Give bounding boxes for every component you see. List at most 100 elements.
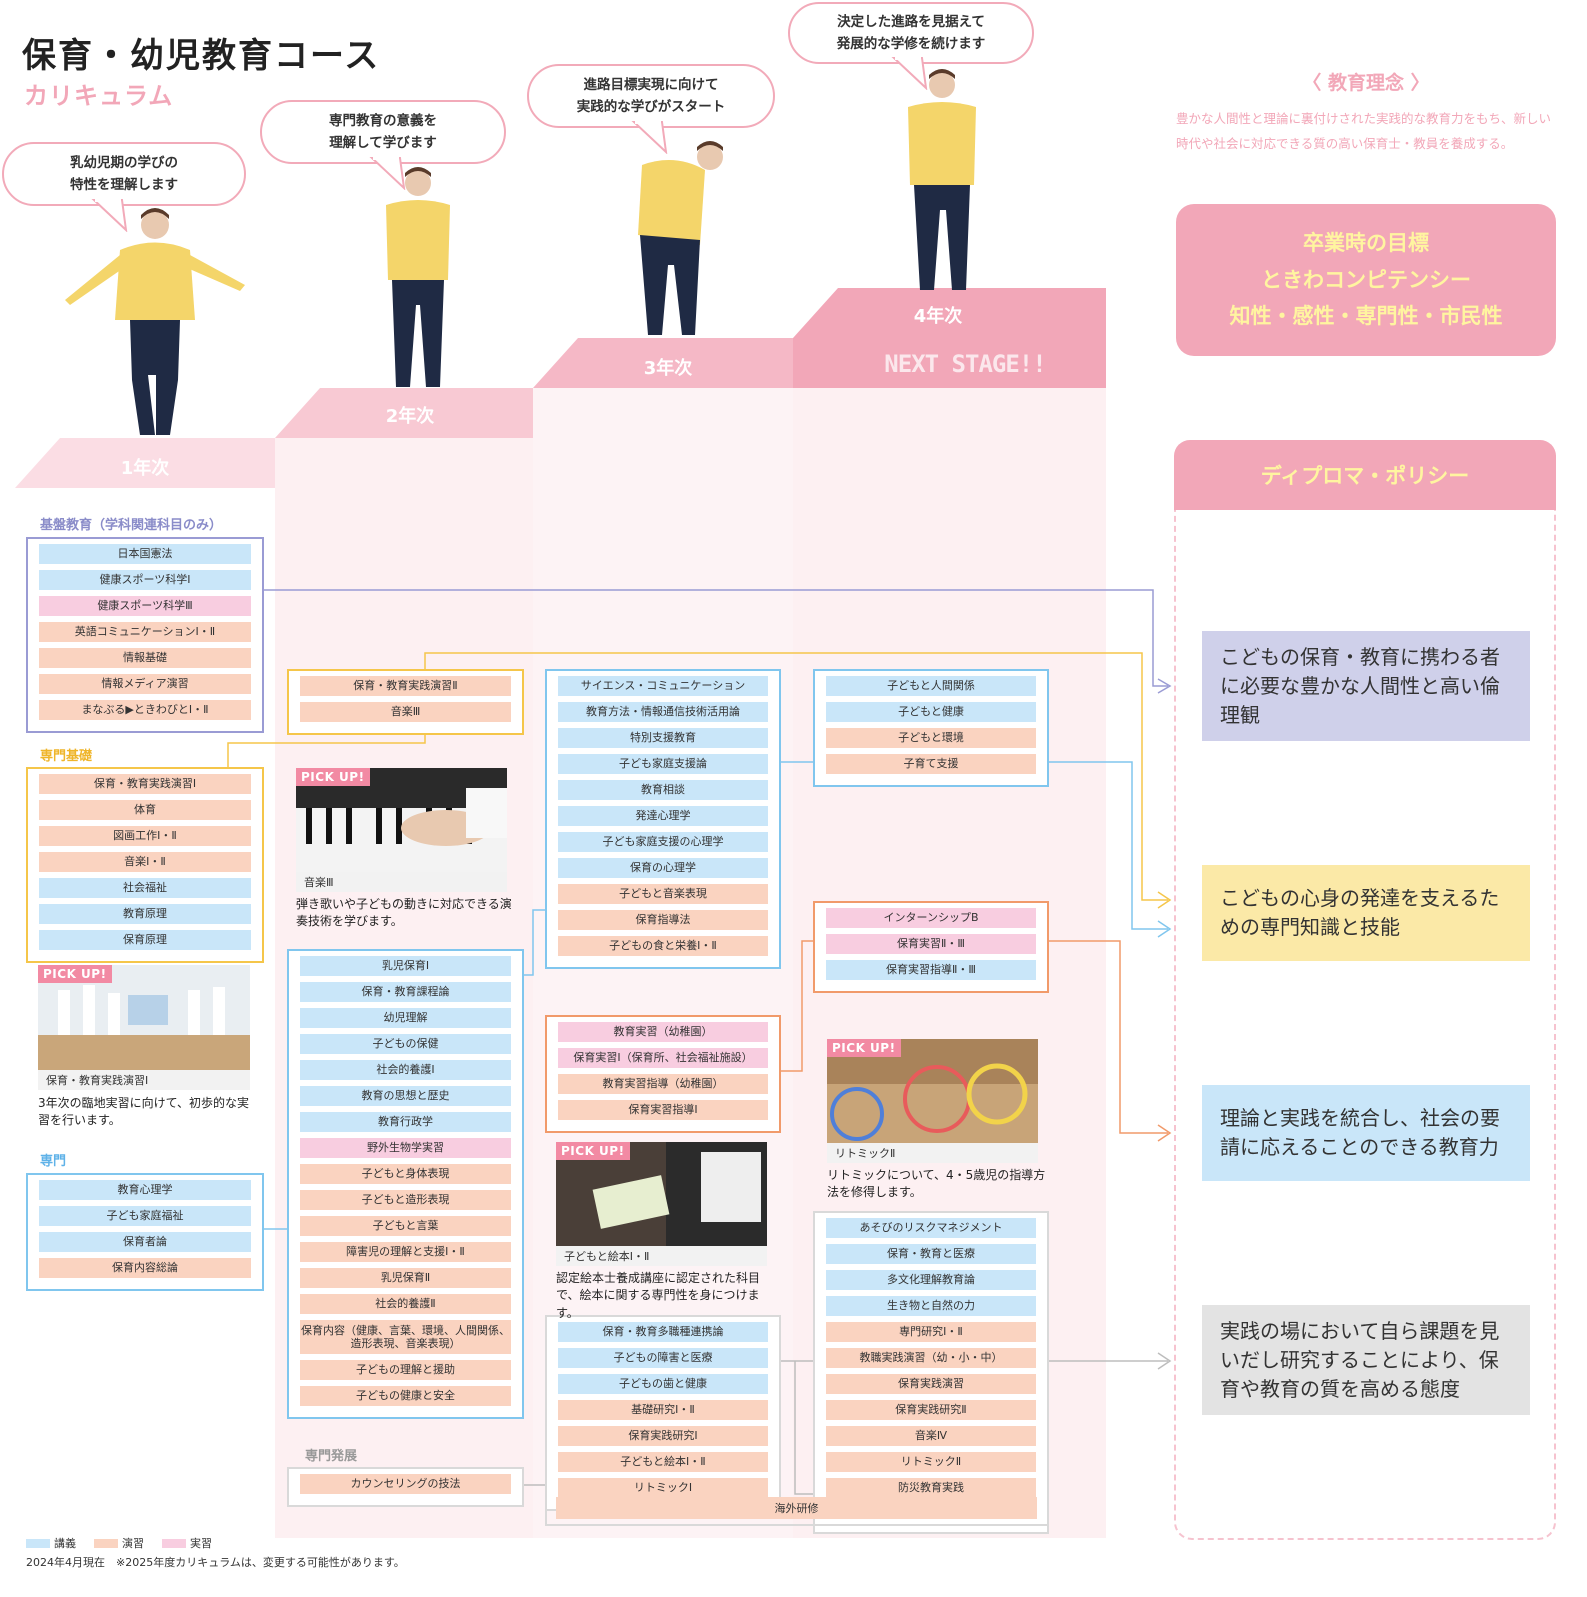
year3-label: 3年次 — [643, 358, 693, 379]
course-item: 子どもの食と栄養Ⅰ・Ⅱ — [558, 936, 768, 956]
pickup-caption-4: リトミックⅡ — [827, 1143, 1038, 1163]
pickup-badge-2: PICK UP! — [296, 768, 370, 786]
legend-exercise-label: 演習 — [122, 1537, 144, 1550]
pickup-photo-3 — [556, 1142, 767, 1246]
course-item: まなぶる▶ときわびとⅠ・Ⅱ — [39, 700, 251, 720]
legend-practicum: 実習 — [162, 1535, 212, 1551]
course-item: 専門研究Ⅰ・Ⅱ — [826, 1322, 1036, 1342]
pickup-badge-1: PICK UP! — [38, 965, 112, 983]
course-item: 乳児保育Ⅰ — [300, 956, 511, 976]
section-senmon-hatten-label: 専門発展 — [305, 1449, 358, 1464]
bubble-tail-4 — [891, 56, 928, 90]
course-item: 子ども家庭福祉 — [39, 1206, 251, 1226]
course-item: 乳児保育Ⅱ — [300, 1268, 511, 1288]
legend-practicum-label: 実習 — [190, 1537, 212, 1550]
course-item: 保育者論 — [39, 1232, 251, 1252]
pickup-practice-seminar: PICK UP! 保育・教育実践演習Ⅰ 3年次の臨地実習に向けて、初歩的な実習を… — [38, 965, 250, 1135]
course-item: 教育の思想と歴史 — [300, 1086, 511, 1106]
course-item: カウンセリングの技法 — [300, 1474, 511, 1494]
course-item: 多文化理解教育論 — [826, 1270, 1036, 1290]
course-item: 保育・教育と医療 — [826, 1244, 1036, 1264]
course-item: 教育心理学 — [39, 1180, 251, 1200]
course-item: 子ども家庭支援論 — [558, 754, 768, 774]
step-3-shape — [533, 338, 793, 388]
course-item: 保育指導法 — [558, 910, 768, 930]
senmon-hatten-year4-box: あそびのリスクマネジメント保育・教育と医療多文化理解教育論生き物と自然の力専門研… — [813, 1211, 1049, 1534]
speech-bubble-year2: 専門教育の意義を 理解して学びます — [260, 100, 506, 164]
philosophy-text: 豊かな人間性と理論に裏付けされた実践的な教育力をもち、新しい時代や社会に対応でき… — [1176, 111, 1552, 151]
course-item: 体育 — [39, 800, 251, 820]
course-item: 英語コミュニケーションⅠ・Ⅱ — [39, 622, 251, 642]
course-item: インターンシップB — [826, 908, 1036, 928]
course-item: 幼児理解 — [300, 1008, 511, 1028]
pickup-caption-2: 音楽Ⅲ — [296, 872, 507, 892]
course-item: 子どもの障害と医療 — [558, 1348, 768, 1368]
practicum-year3-box: 教育実習（幼稚園）保育実習Ⅰ（保育所、社会福祉施設）教育実習指導（幼稚園）保育実… — [545, 1015, 781, 1133]
course-item: 保育実習指導Ⅰ — [558, 1100, 768, 1120]
course-item: 防災教育実践 — [826, 1478, 1036, 1498]
course-item: 音楽Ⅲ — [300, 702, 511, 722]
course-item: 子どもの保健 — [300, 1034, 511, 1054]
section-senmon-label: 専門 — [40, 1154, 67, 1169]
policy-item-1: こどもの保育・教育に携わる者に必要な豊かな人間性と高い倫理観 — [1202, 631, 1530, 741]
course-item: 子どもの歯と健康 — [558, 1374, 768, 1394]
course-item: 保育内容（健康、言葉、環境、人間関係、造形表現、音楽表現） — [300, 1320, 511, 1354]
pickup-badge-4: PICK UP! — [827, 1039, 901, 1057]
pickup-rhythmic: PICK UP! リトミックⅡ リトミックについて、4・5歳児の指導方法を修得し… — [827, 1039, 1045, 1204]
senmon-year4-box: 子どもと人間関係子どもと健康子どもと環境子育て支援 — [813, 669, 1049, 787]
course-item: 教育実習（幼稚園） — [558, 1022, 768, 1042]
pickup-picture-books: PICK UP! 子どもと絵本Ⅰ・Ⅱ 認定絵本士養成講座に認定された科目で、絵本… — [556, 1142, 767, 1320]
course-item: 教育方法・情報通信技術活用論 — [558, 702, 768, 722]
course-item: 保育実践研究Ⅱ — [826, 1400, 1036, 1420]
step-4-shape — [793, 288, 1106, 338]
course-item: 障害児の理解と支援Ⅰ・Ⅱ — [300, 1242, 511, 1262]
pickup-desc-4: リトミックについて、4・5歳児の指導方法を修得します。 — [827, 1168, 1046, 1200]
course-item: 子どもと音楽表現 — [558, 884, 768, 904]
pickup-music: PICK UP! 音楽Ⅲ 弾き歌いや子どもの動きに対応できる演奏技術を学びます。 — [296, 768, 512, 928]
course-item: 保育実習Ⅰ（保育所、社会福祉施設） — [558, 1048, 768, 1068]
footnote: 2024年4月現在 ※2025年度カリキュラムは、変更する可能性があります。 — [26, 1556, 405, 1569]
course-item: 子どもと造形表現 — [300, 1190, 511, 1210]
course-item: 社会的養護Ⅰ — [300, 1060, 511, 1080]
step-2-shape — [275, 388, 533, 438]
course-item: あそびのリスクマネジメント — [826, 1218, 1036, 1238]
page-subtitle: カリキュラム — [24, 82, 174, 110]
policy-item-3: 理論と実践を統合し、社会の要請に応えることのできる教育力 — [1202, 1085, 1530, 1181]
course-item: 教育相談 — [558, 780, 768, 800]
course-item: 教育原理 — [39, 904, 251, 924]
course-item: 音楽Ⅰ・Ⅱ — [39, 852, 251, 872]
course-item: 特別支援教育 — [558, 728, 768, 748]
course-item: 情報メディア演習 — [39, 674, 251, 694]
course-item: 子どもの健康と安全 — [300, 1386, 511, 1406]
course-item: 日本国憲法 — [39, 544, 251, 564]
step-1-shape — [15, 438, 275, 488]
course-item: 社会的養護Ⅱ — [300, 1294, 511, 1314]
course-item: リトミックⅠ — [558, 1478, 768, 1498]
year1-label: 1年次 — [120, 458, 170, 479]
course-item: 健康スポーツ科学Ⅲ — [39, 596, 251, 616]
course-item: 子どもと身体表現 — [300, 1164, 511, 1184]
course-item: 保育・教育実践演習Ⅱ — [300, 676, 511, 696]
course-item: 基礎研究Ⅰ・Ⅱ — [558, 1400, 768, 1420]
legend-exercise: 演習 — [94, 1535, 144, 1551]
course-item: リトミックⅡ — [826, 1452, 1036, 1472]
pickup-badge-3: PICK UP! — [556, 1142, 630, 1160]
senmon-year1-box: 教育心理学子ども家庭福祉保育者論保育内容総論 — [26, 1173, 264, 1291]
course-item: 情報基礎 — [39, 648, 251, 668]
philosophy-title: 〈 教育理念 〉 — [1302, 72, 1430, 94]
course-item: 野外生物学実習 — [300, 1138, 511, 1158]
pickup-caption-1: 保育・教育実践演習Ⅰ — [38, 1070, 250, 1090]
section-kiban-label: 基盤教育（学科関連科目のみ） — [40, 518, 223, 533]
speech-bubble-year4: 決定した進路を見据えて 発展的な学修を続けます — [788, 2, 1034, 64]
course-item: 子どもの理解と援助 — [300, 1360, 511, 1380]
course-item: 子どもと絵本Ⅰ・Ⅱ — [558, 1452, 768, 1472]
student-figure-year3 — [638, 141, 723, 335]
section-senmon-kiso-label: 専門基礎 — [40, 749, 93, 764]
